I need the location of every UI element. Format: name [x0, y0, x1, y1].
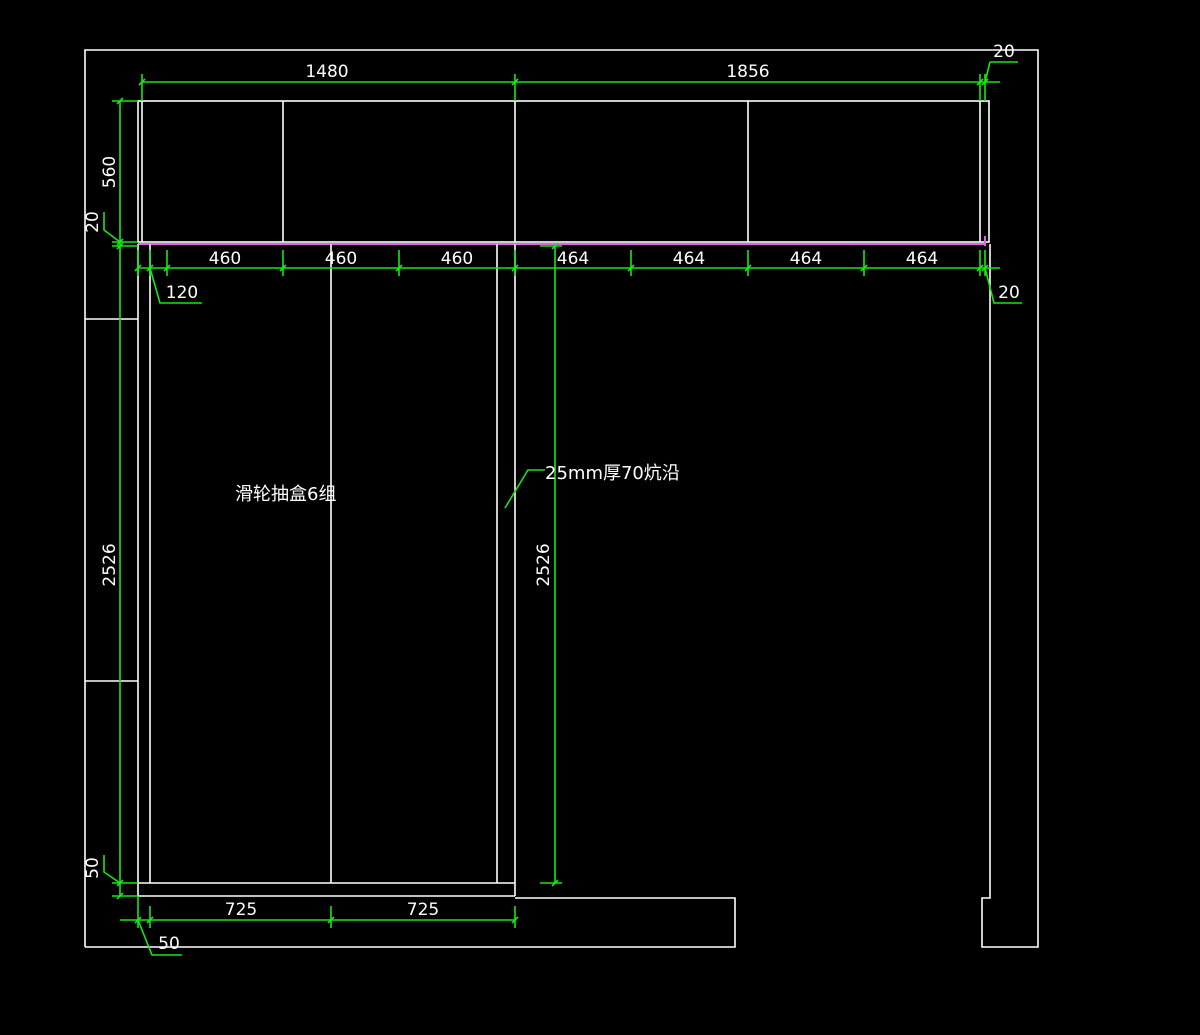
dim-left-offset: 120 — [166, 283, 198, 303]
dim-top-right-gap: 20 — [993, 42, 1015, 62]
dimension-ticks — [116, 78, 989, 924]
dim-left-height: 2526 — [100, 543, 120, 586]
dimension-tick — [511, 916, 519, 924]
dim-right-offset: 20 — [998, 283, 1020, 303]
dimension-tick — [163, 264, 171, 272]
shelf-line — [138, 236, 986, 246]
dimension-tick — [146, 264, 154, 272]
dim-right-panel-2: 464 — [673, 249, 705, 269]
dimension-labels: 1480 1856 20 460 460 460 464 464 464 464… — [83, 42, 1020, 954]
dim-right-panel-1: 464 — [557, 249, 589, 269]
dimension-tick — [327, 916, 335, 924]
dim-bottom-width-1: 725 — [225, 900, 257, 920]
dim-top-left-width: 1480 — [305, 62, 348, 82]
dim-top-cabinet-height: 560 — [100, 156, 120, 188]
dim-inner-height: 2526 — [534, 543, 554, 586]
dimension-tick — [511, 78, 519, 86]
dim-base-height: 50 — [83, 857, 103, 879]
dimension-tick — [116, 892, 124, 900]
dimension-tick — [981, 264, 989, 272]
ledge-note: 25mm厚70炕沿 — [545, 463, 680, 484]
dimension-tick — [146, 916, 154, 924]
lower-cabinet-outline — [137, 244, 516, 897]
dimension-tick — [860, 264, 868, 272]
dimension-tick — [134, 264, 142, 272]
dimension-tick — [395, 264, 403, 272]
dimension-tick — [116, 879, 124, 887]
dimension-tick — [744, 264, 752, 272]
dimension-tick — [976, 264, 984, 272]
dimension-tick — [627, 264, 635, 272]
dim-left-panel-3: 460 — [441, 249, 473, 269]
dimension-tick — [116, 242, 124, 250]
dimension-tick — [138, 78, 146, 86]
drawer-note: 滑轮抽盒6组 — [235, 484, 336, 505]
annotation-notes: 滑轮抽盒6组 25mm厚70炕沿 — [235, 463, 680, 505]
dimension-tick — [279, 264, 287, 272]
dim-top-right-width: 1856 — [726, 62, 769, 82]
dim-bottom-width-2: 725 — [407, 900, 439, 920]
room-outline — [84, 49, 1039, 948]
dim-shelf-thickness: 20 — [83, 211, 103, 233]
dimension-tick — [551, 879, 559, 887]
dimension-tick — [511, 264, 519, 272]
dimension-tick — [551, 242, 559, 250]
dimension-tick — [981, 78, 989, 86]
dimension-tick — [976, 78, 984, 86]
left-wall-panel — [85, 318, 138, 682]
dimension-tick — [116, 97, 124, 105]
dim-bottom-offset: 50 — [158, 934, 180, 954]
dim-right-panel-4: 464 — [906, 249, 938, 269]
dimension-lines — [103, 61, 1022, 956]
dim-left-panel-1: 460 — [209, 249, 241, 269]
top-cabinet-outline — [137, 100, 990, 243]
dim-right-panel-3: 464 — [790, 249, 822, 269]
dimension-tick — [116, 238, 124, 246]
dim-left-panel-2: 460 — [325, 249, 357, 269]
dimension-tick — [134, 916, 142, 924]
